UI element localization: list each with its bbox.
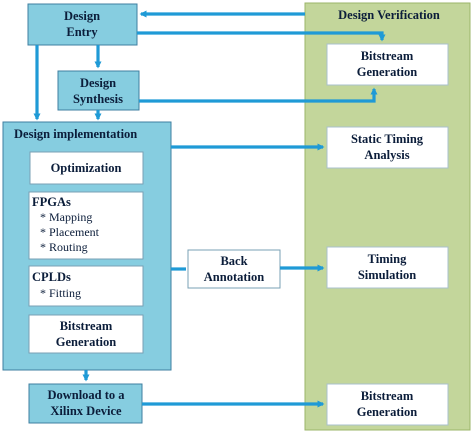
design-synthesis-line-1: Design [80,76,116,90]
arrow-entry-to-verif-bitstream [137,31,386,42]
verif-bitstream-1-line-1: Bitstream [361,49,414,63]
impl-bitstream-line-2: Generation [56,335,116,349]
arrow-synthesis-to-verif-bitstream [139,87,378,103]
download-node: Download to a Xilinx Device [28,383,143,424]
download-line-1: Download to a [47,388,125,402]
static-timing-line-1: Static Timing [351,132,424,146]
flow-arrows [33,10,386,408]
design-verification-title: Design Verification [338,8,440,22]
verif-bitstream-2-line-2: Generation [357,405,417,419]
fpgas-item-routing: * Routing [40,240,88,254]
verif-bitstream-1-line-2: Generation [357,65,417,79]
download-line-2: Xilinx Device [50,404,122,418]
optimization-node: Optimization [29,151,144,185]
optimization-label: Optimization [51,161,122,175]
design-entry-node: Design Entry [27,3,138,46]
fpgas-title: FPGAs [32,195,71,209]
verif-bitstream-2-line-1: Bitstream [361,389,414,403]
timing-simulation-line-1: Timing [368,252,407,266]
fpgas-item-placement: * Placement [40,225,100,239]
back-annotation-line-1: Back [220,254,247,268]
cplds-item-fitting: * Fitting [40,286,81,300]
back-annotation-line-2: Annotation [204,270,264,284]
fpgas-node: FPGAs * Mapping * Placement * Routing [28,191,144,260]
back-annotation-node: Back Annotation [187,249,281,289]
static-timing-line-2: Analysis [364,148,409,162]
cplds-title: CPLDs [32,270,71,284]
verif-bitstream-1-node: Bitstream Generation [326,43,449,86]
impl-bitstream-line-1: Bitstream [60,319,113,333]
impl-bitstream-node: Bitstream Generation [28,314,144,354]
verif-bitstream-2-node: Bitstream Generation [326,383,449,426]
design-synthesis-node: Design Synthesis [57,70,140,111]
design-entry-line-1: Design [64,9,100,23]
design-implementation-title: Design implementation [14,127,137,141]
design-entry-line-2: Entry [66,25,98,39]
static-timing-node: Static Timing Analysis [326,126,449,169]
timing-simulation-line-2: Simulation [358,268,416,282]
timing-simulation-node: Timing Simulation [326,246,449,289]
fpgas-item-mapping: * Mapping [40,210,92,224]
cplds-node: CPLDs * Fitting [28,265,144,307]
design-synthesis-line-2: Synthesis [73,92,123,106]
